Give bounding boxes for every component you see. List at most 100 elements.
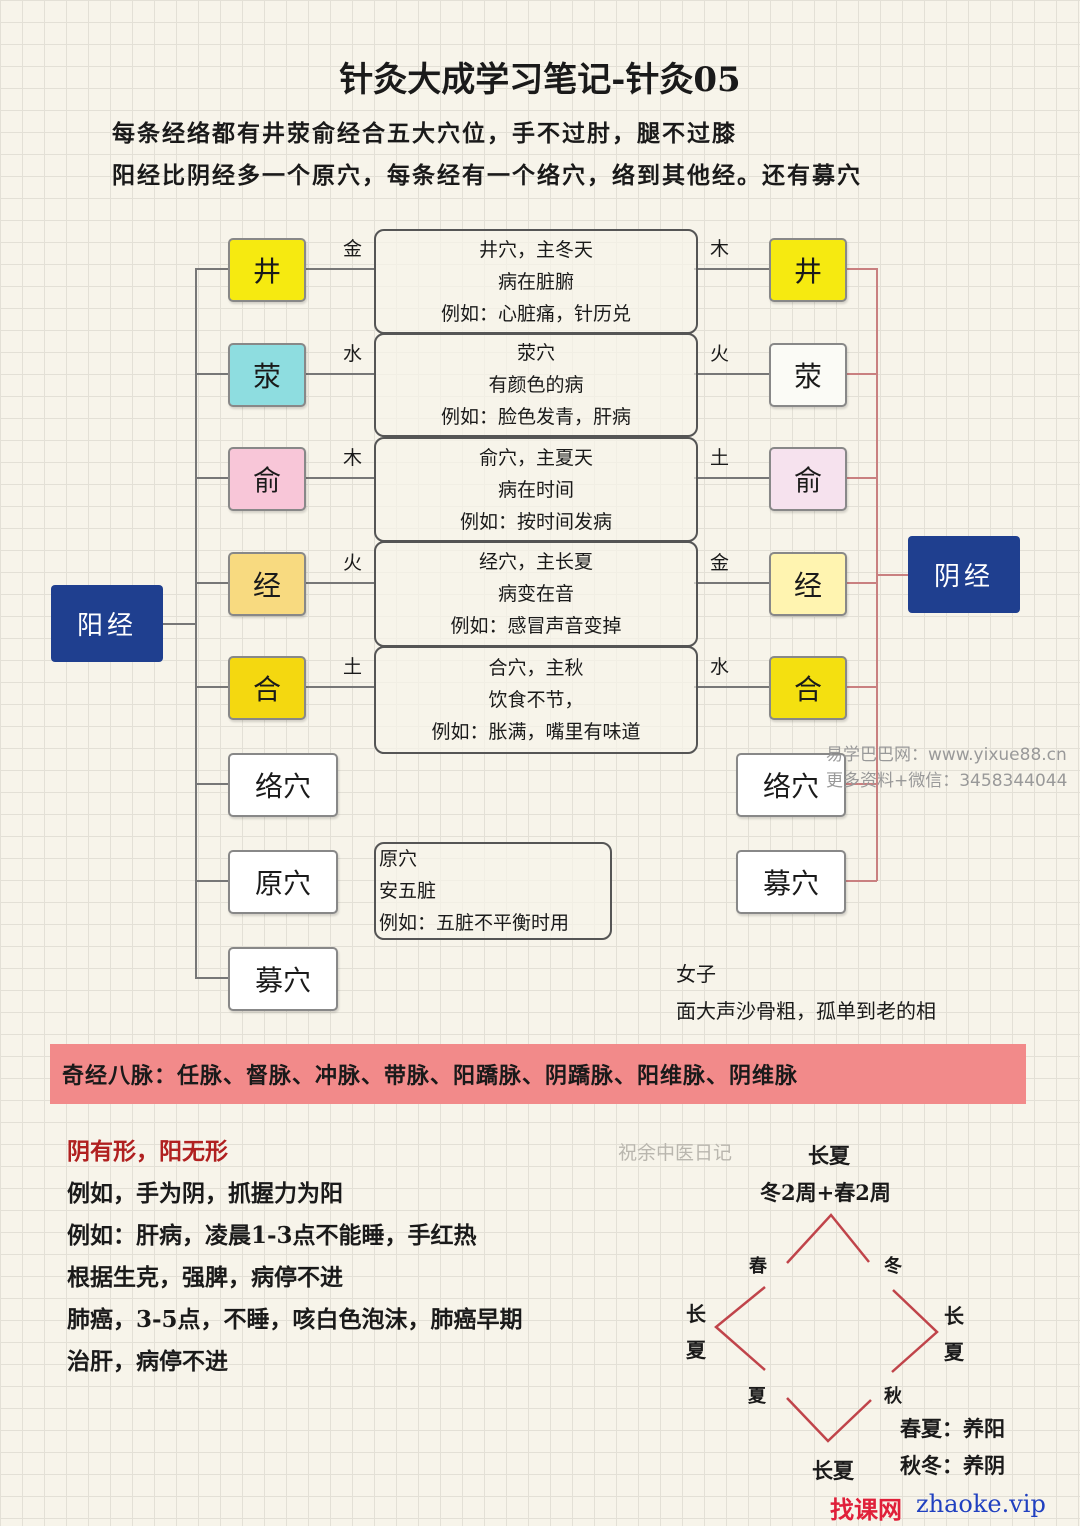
note-line: 肺癌，3-5点，不睡，咳白色泡沫，肺癌早期 xyxy=(67,1306,523,1333)
female-note-title: 女子 xyxy=(676,962,716,986)
branch-line xyxy=(195,977,229,979)
branch-line xyxy=(302,477,374,479)
yuan-description-box: 原穴 安五脏 例如：五脏不平衡时用 xyxy=(374,842,612,940)
point-description-box: 合穴，主秋饮食不节，例如：胀满，嘴里有味道 xyxy=(374,646,698,754)
branch-line xyxy=(845,373,877,375)
nourish-yang: 春夏：养阳 xyxy=(900,1416,1005,1441)
diamond-bottom-edge xyxy=(786,1397,872,1443)
point-description-box: 俞穴，主夏天病在时间例如：按时间发病 xyxy=(374,437,698,542)
element-label: 火 xyxy=(710,343,730,365)
branch-line xyxy=(195,582,229,584)
desc-line: 例如：脸色发青，肝病 xyxy=(440,406,631,428)
note-heading: 阴有形，阳无形 xyxy=(67,1138,228,1165)
diamond-left-edge xyxy=(714,1286,766,1371)
watermark: 更多资料+微信：3458344044 xyxy=(826,771,1068,791)
branch-line xyxy=(195,477,229,479)
season-left: 长夏 xyxy=(686,1302,706,1362)
desc-line: 合穴，主秋 xyxy=(488,657,584,679)
acupoint-box: 俞 xyxy=(769,447,847,511)
female-note-text: 面大声沙骨粗，孤单到老的相 xyxy=(676,999,936,1023)
point-description-box: 经穴，主长夏病变在音例如：感冒声音变掉 xyxy=(374,541,698,647)
branch-line xyxy=(694,373,770,375)
branch-line xyxy=(845,268,877,270)
diamond-right-edge xyxy=(891,1289,939,1373)
element-label: 火 xyxy=(343,552,363,574)
element-label: 水 xyxy=(710,656,730,678)
branch-line xyxy=(195,268,229,270)
acupoint-box: 荥 xyxy=(769,343,847,407)
nourish-yin: 秋冬：养阴 xyxy=(900,1453,1005,1478)
desc-line: 俞穴，主夏天 xyxy=(478,446,593,469)
note-line: 根据生克，强脾，病停不进 xyxy=(67,1264,343,1291)
left-trunk-line xyxy=(195,268,197,979)
acupoint-box: 合 xyxy=(228,656,306,720)
acupoint-box: 原穴 xyxy=(228,850,338,914)
element-label: 木 xyxy=(343,447,363,469)
watermark: 易学巴巴网：www.yixue88.cn xyxy=(826,745,1067,765)
branch-line xyxy=(302,268,374,270)
acupoint-box: 募穴 xyxy=(736,850,846,914)
season-top: 长夏 xyxy=(808,1143,850,1168)
acupoint-box: 经 xyxy=(769,552,847,616)
desc-line: 原穴 xyxy=(379,848,418,870)
desc-line: 井穴，主冬天 xyxy=(478,238,593,261)
branch-line xyxy=(694,686,770,688)
element-label: 土 xyxy=(343,656,363,678)
note-line: 治肝，病停不进 xyxy=(67,1348,228,1375)
acupoint-box: 荥 xyxy=(228,343,306,407)
yang-meridian-box: 阳经 xyxy=(51,585,163,662)
desc-line: 有颜色的病 xyxy=(488,374,584,396)
watermark-url: zhaoke.vip xyxy=(916,1490,1046,1518)
acupoint-box: 井 xyxy=(769,238,847,302)
desc-line: 病在时间 xyxy=(497,478,574,501)
season-spring: 春 xyxy=(749,1256,767,1277)
desc-line: 例如：胀满，嘴里有味道 xyxy=(431,721,641,743)
acupoint-box: 络穴 xyxy=(736,753,846,817)
acupoint-box: 井 xyxy=(228,238,306,302)
acupoint-box: 合 xyxy=(769,656,847,720)
element-label: 金 xyxy=(710,552,730,574)
desc-line: 病变在音 xyxy=(497,583,574,605)
branch-line xyxy=(302,686,374,688)
branch-line xyxy=(195,880,229,882)
desc-line: 荥穴 xyxy=(516,342,555,364)
intro-line: 每条经络都有井荥俞经合五大穴位，手不过肘，腿不过膝 xyxy=(112,120,737,147)
branch-line xyxy=(845,582,877,584)
desc-line: 病在脏腑 xyxy=(497,270,574,293)
branch-line xyxy=(845,880,877,882)
season-summer: 夏 xyxy=(748,1386,766,1407)
acupoint-box: 经 xyxy=(228,552,306,616)
yang-connector xyxy=(163,623,196,625)
yin-connector xyxy=(876,574,908,576)
desc-line: 例如：心脏痛，针历兑 xyxy=(440,302,631,325)
branch-line xyxy=(195,373,229,375)
branch-line xyxy=(694,477,770,479)
desc-line: 例如：感冒声音变掉 xyxy=(450,615,622,637)
note-line: 例如，手为阴，抓握力为阳 xyxy=(67,1180,343,1207)
season-autumn: 秋 xyxy=(884,1386,902,1407)
desc-line: 例如：五脏不平衡时用 xyxy=(379,912,570,934)
watermark: 祝余中医日记 xyxy=(618,1142,733,1164)
branch-line xyxy=(195,783,229,785)
branch-line xyxy=(302,373,374,375)
desc-line: 例如：按时间发病 xyxy=(459,510,612,533)
branch-line xyxy=(302,582,374,584)
season-bottom: 长夏 xyxy=(812,1458,854,1483)
acupoint-box: 俞 xyxy=(228,447,306,511)
desc-line: 经穴，主长夏 xyxy=(478,551,593,573)
season-winter: 冬 xyxy=(884,1256,902,1277)
season-right: 长夏 xyxy=(944,1304,964,1364)
element-label: 土 xyxy=(710,447,730,469)
page-title: 针灸大成学习笔记-针灸05 xyxy=(339,60,741,100)
element-label: 金 xyxy=(343,238,363,260)
desc-line: 安五脏 xyxy=(379,880,437,902)
point-description-box: 荥穴有颜色的病例如：脸色发青，肝病 xyxy=(374,333,698,437)
element-label: 水 xyxy=(343,343,363,365)
branch-line xyxy=(195,686,229,688)
yin-meridian-box: 阴经 xyxy=(908,536,1020,613)
acupoint-box: 募穴 xyxy=(228,947,338,1011)
note-line: 例如：肝病，凌晨1-3点不能睡，手红热 xyxy=(67,1222,477,1249)
intro-line: 阳经比阴经多一个原穴，每条经有一个络穴，络到其他经。还有募穴 xyxy=(112,162,862,189)
